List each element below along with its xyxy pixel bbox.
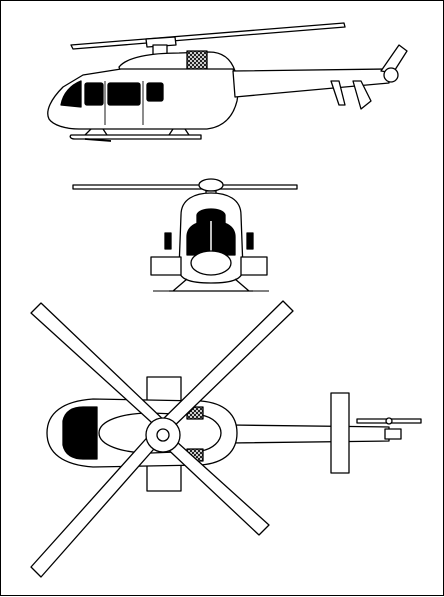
front-side-fitting-right bbox=[246, 232, 254, 250]
side-cockpit-glass bbox=[60, 80, 82, 108]
side-stabilizer-left bbox=[330, 80, 346, 106]
side-view bbox=[47, 22, 408, 142]
front-view bbox=[72, 178, 298, 292]
side-main-rotor-blade bbox=[70, 22, 346, 50]
top-view bbox=[30, 300, 422, 578]
front-side-fitting-left bbox=[164, 232, 172, 250]
side-stabilizer-right bbox=[352, 80, 372, 110]
front-engine-intake bbox=[196, 208, 226, 224]
front-stub-left bbox=[150, 256, 182, 276]
side-skid-foot bbox=[84, 138, 112, 142]
side-skid-strut-rear bbox=[168, 128, 190, 136]
top-tail-rotor-hub bbox=[385, 417, 393, 425]
front-nose bbox=[190, 250, 232, 276]
side-skid-strut-front bbox=[84, 128, 108, 136]
side-landing-skid bbox=[69, 134, 202, 140]
top-rotor-hub-inner bbox=[156, 428, 170, 442]
side-window-front bbox=[84, 82, 104, 106]
side-window-cabin bbox=[107, 82, 141, 106]
top-horizontal-stabilizer bbox=[330, 392, 350, 474]
top-cockpit-glass bbox=[62, 406, 98, 460]
front-rotor-hub bbox=[198, 178, 224, 192]
top-tail-end bbox=[384, 428, 402, 440]
side-window-rear bbox=[146, 82, 164, 102]
front-main-rotor-blade bbox=[72, 184, 298, 190]
side-door-outline bbox=[104, 81, 144, 125]
top-tail-boom bbox=[230, 424, 390, 444]
front-stub-right bbox=[240, 256, 268, 276]
side-tail-boom bbox=[232, 68, 390, 98]
side-tail-rotor bbox=[383, 67, 399, 83]
